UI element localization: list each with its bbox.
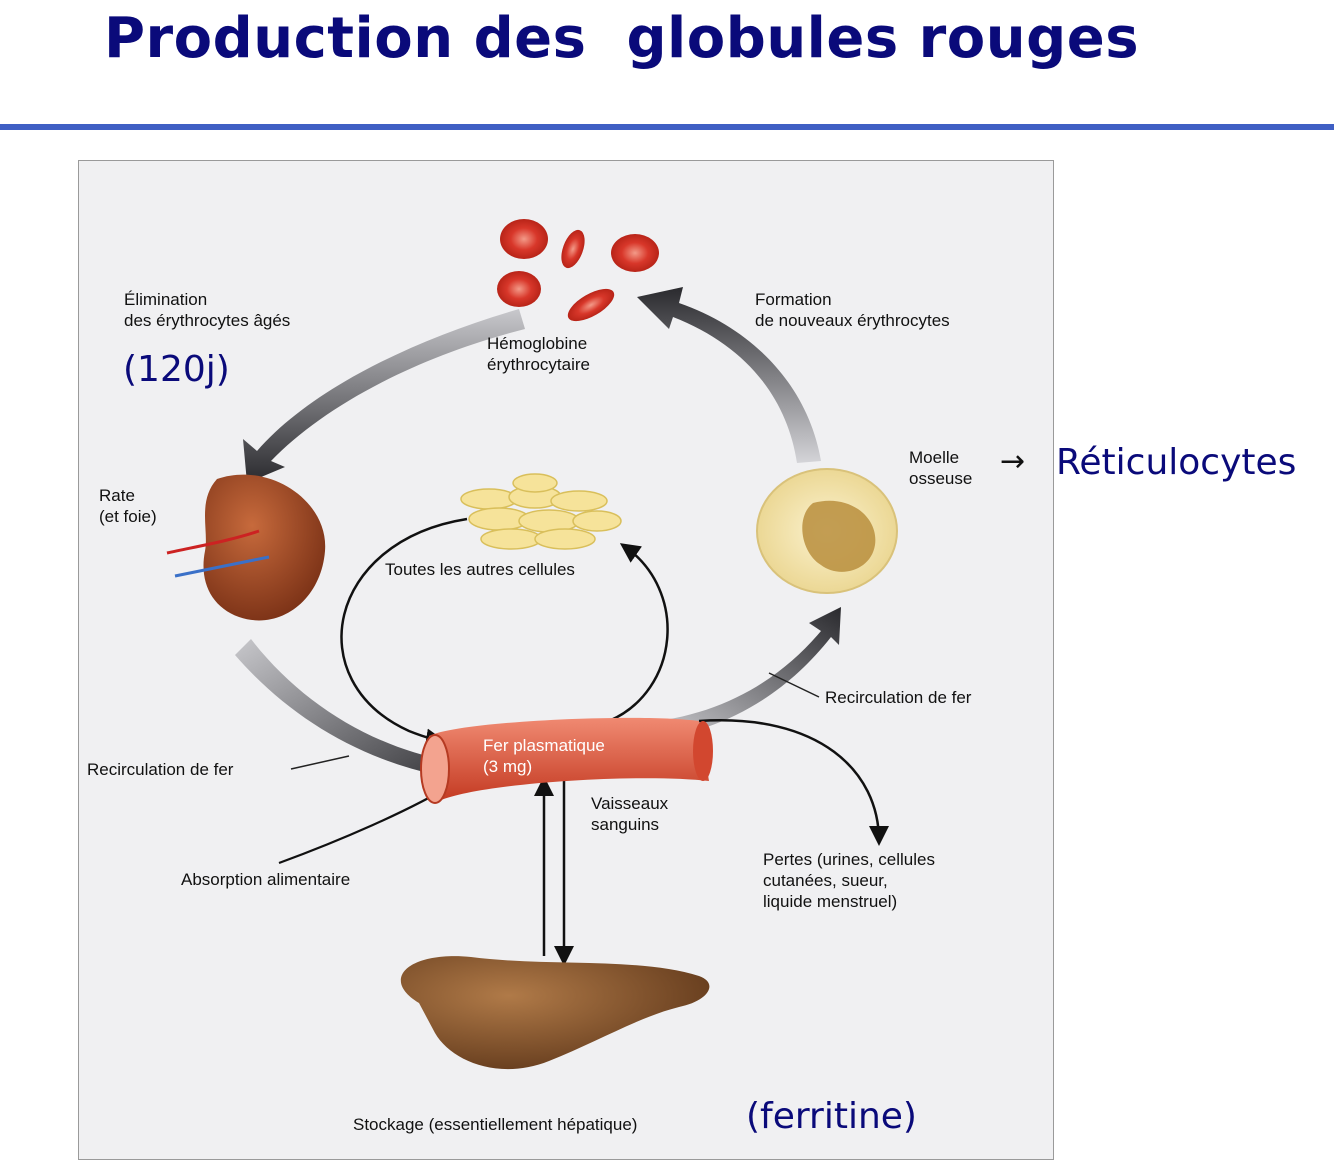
label-storage: Stockage (essentiellement hépatique) bbox=[353, 1114, 637, 1135]
label-marrow: Moelle osseuse bbox=[909, 447, 972, 489]
liver-icon bbox=[401, 956, 710, 1069]
title-divider bbox=[0, 124, 1334, 130]
label-formation: Formation de nouveaux érythrocytes bbox=[755, 289, 950, 331]
label-other-cells: Toutes les autres cellules bbox=[385, 559, 575, 580]
label-elimination: Élimination des érythrocytes âgés bbox=[124, 289, 290, 331]
annotation-lifespan: (120j) bbox=[123, 349, 230, 390]
bone-marrow-icon bbox=[757, 469, 897, 593]
annotation-ferritin: (ferritine) bbox=[746, 1096, 917, 1137]
arrow-elimination-to-spleen bbox=[243, 309, 525, 483]
annotation-reticulocytes-arrow: → bbox=[1000, 444, 1025, 479]
label-vessels: Vaisseaux sanguins bbox=[591, 793, 668, 835]
label-losses: Pertes (urines, cellules cutanées, sueur… bbox=[763, 849, 935, 912]
label-spleen: Rate (et foie) bbox=[99, 485, 157, 527]
fat-cells-icon bbox=[461, 474, 621, 549]
red-blood-cell-icon bbox=[497, 219, 659, 328]
annotation-reticulocytes: Réticulocytes bbox=[1056, 442, 1296, 483]
slide-title: Production des globules rouges bbox=[104, 6, 1139, 71]
spleen-icon bbox=[167, 475, 325, 621]
label-hemoglobin: Hémoglobine érythrocytaire bbox=[487, 333, 590, 375]
label-iron-recirculation-right: Recirculation de fer bbox=[825, 687, 971, 708]
label-iron-recirculation-left: Recirculation de fer bbox=[87, 759, 233, 780]
iron-cycle-figure: Élimination des érythrocytes âgés (120j)… bbox=[78, 160, 1054, 1160]
label-absorption: Absorption alimentaire bbox=[181, 869, 350, 890]
label-plasma-iron: Fer plasmatique (3 mg) bbox=[483, 735, 605, 777]
